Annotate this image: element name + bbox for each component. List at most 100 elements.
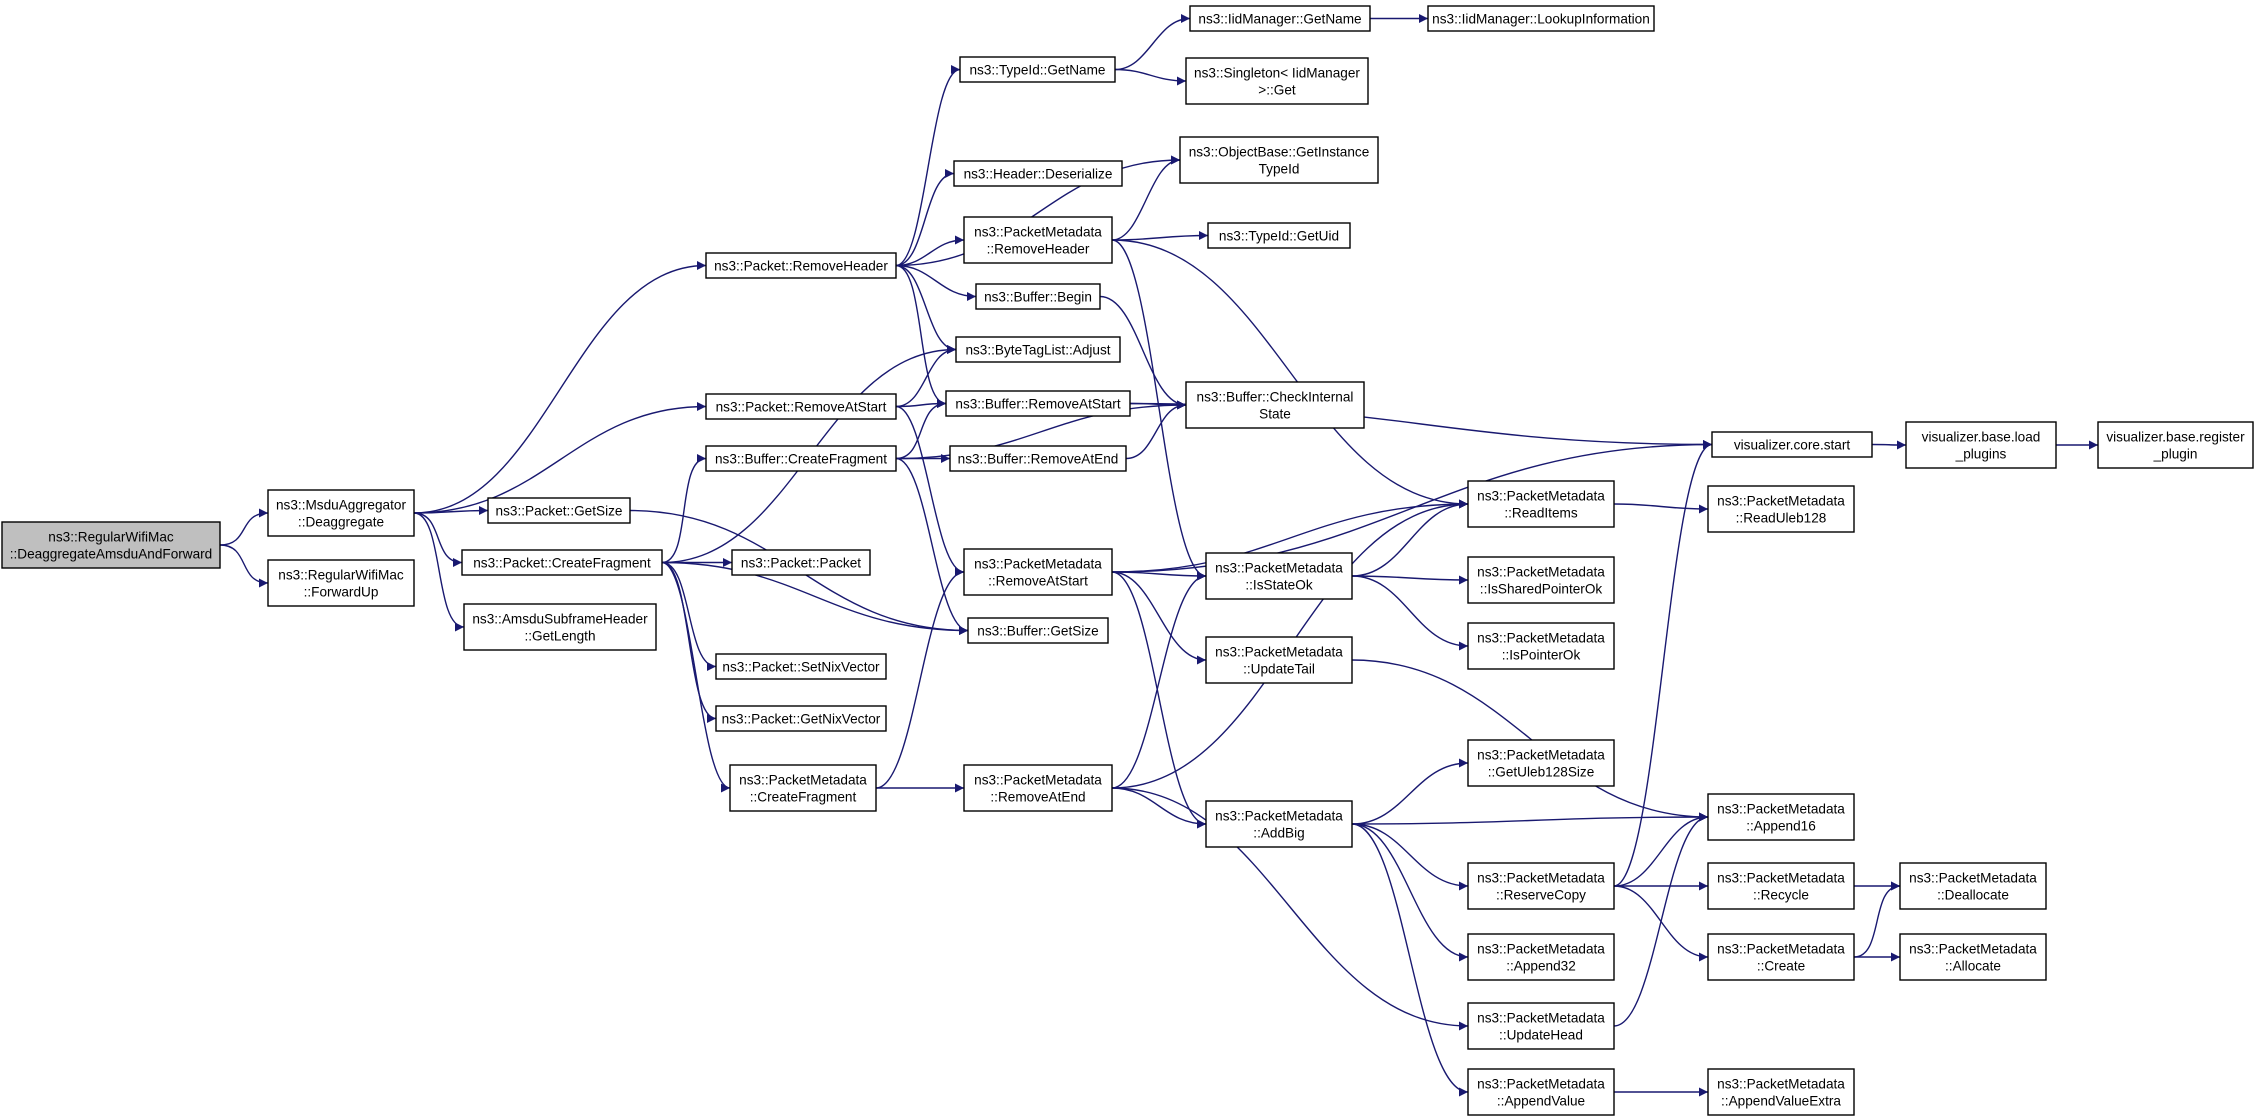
node-label: ::GetUleb128Size	[1488, 765, 1595, 780]
node-label: ns3::PacketMetadata	[1717, 494, 1845, 509]
graph-node-n22[interactable]: ns3::PacketMetadata::RemoveAtEnd	[963, 764, 1113, 812]
edge-n1-n5	[413, 506, 489, 516]
node-label: ns3::PacketMetadata	[1717, 802, 1845, 817]
node-label: ::AddBig	[1253, 826, 1304, 841]
graph-node-n41[interactable]: ns3::PacketMetadata::Append32	[1467, 933, 1615, 981]
node-label: ::IsPointerOk	[1502, 648, 1581, 663]
edge-n17-n35	[1111, 499, 1469, 573]
node-label: ns3::Buffer::Begin	[984, 290, 1092, 305]
graph-node-n5[interactable]: ns3::Packet::GetSize	[487, 497, 631, 524]
edge-n0-n2	[219, 544, 269, 588]
edge-n32-n33	[1871, 440, 1907, 450]
graph-node-n18[interactable]: ns3::Buffer::GetSize	[967, 617, 1109, 644]
edge-n14-n13	[895, 399, 947, 460]
node-label: _plugins	[1955, 447, 2007, 462]
node-box	[487, 497, 631, 524]
edge-n6-n21	[661, 561, 731, 793]
graph-node-n8[interactable]: ns3::TypeId::GetName	[959, 56, 1116, 83]
node-label: ns3::PacketMetadata	[739, 773, 867, 788]
graph-node-n21[interactable]: ns3::PacketMetadata::CreateFragment	[729, 764, 877, 812]
node-label: ::UpdateTail	[1243, 662, 1315, 677]
node-box	[945, 390, 1131, 417]
graph-node-n11[interactable]: ns3::Buffer::Begin	[975, 283, 1101, 310]
graph-node-n31[interactable]: ns3::PacketMetadata::AddBig	[1205, 800, 1353, 848]
node-box	[1427, 5, 1655, 32]
graph-node-n49[interactable]: ns3::PacketMetadata::Allocate	[1899, 933, 2047, 981]
graph-node-n14[interactable]: ns3::Buffer::CreateFragment	[705, 445, 897, 472]
node-label: ns3::PacketMetadata	[1477, 565, 1605, 580]
edge-n1-n6	[413, 512, 463, 567]
graph-node-n45[interactable]: ns3::PacketMetadata::Recycle	[1707, 862, 1855, 910]
graph-node-n25[interactable]: ns3::Singleton< IidManager >::Get	[1185, 57, 1369, 105]
graph-node-n16[interactable]: ns3::Packet::Packet	[731, 549, 871, 576]
node-label: ns3::ByteTagList::Adjust	[965, 343, 1110, 358]
graph-node-n2[interactable]: ns3::RegularWifiMac::ForwardUp	[267, 559, 415, 607]
graph-node-n39[interactable]: ns3::PacketMetadata::GetUleb128Size	[1467, 739, 1615, 787]
graph-node-n34[interactable]: visualizer.base.register_plugin	[2097, 421, 2254, 469]
node-box	[1467, 862, 1615, 910]
node-label: >::Get	[1258, 83, 1296, 98]
edge-n40-n32	[1613, 440, 1713, 887]
edge-n1-n4	[413, 402, 707, 514]
edge-n3-n10	[895, 235, 965, 267]
node-box	[267, 559, 415, 607]
node-label: ns3::Buffer::RemoveAtEnd	[958, 452, 1119, 467]
graph-node-n48[interactable]: ns3::PacketMetadata::Deallocate	[1899, 862, 2047, 910]
graph-node-n29[interactable]: ns3::PacketMetadata::IsStateOk	[1205, 552, 1353, 600]
node-label: ns3::TypeId::GetName	[969, 63, 1105, 78]
graph-node-n33[interactable]: visualizer.base.load_plugins	[1905, 421, 2057, 469]
edge-n22-n42	[1111, 787, 1469, 1031]
graph-node-n42[interactable]: ns3::PacketMetadata::UpdateHead	[1467, 1002, 1615, 1050]
node-label: ns3::PacketMetadata	[1909, 871, 2037, 886]
graph-node-n47[interactable]: ns3::PacketMetadata::AppendValueExtra	[1707, 1068, 1855, 1116]
node-box	[2097, 421, 2254, 469]
graph-node-n40[interactable]: ns3::PacketMetadata::ReserveCopy	[1467, 862, 1615, 910]
graph-node-n19[interactable]: ns3::Packet::SetNixVector	[715, 653, 887, 680]
edge-n21-n17	[875, 567, 965, 789]
edge-n22-n31	[1111, 787, 1207, 829]
graph-node-n27[interactable]: ns3::TypeId::GetUid	[1207, 222, 1351, 249]
graph-node-n20[interactable]: ns3::Packet::GetNixVector	[715, 705, 887, 732]
graph-node-n46[interactable]: ns3::PacketMetadata::Create	[1707, 933, 1855, 981]
graph-node-n17[interactable]: ns3::PacketMetadata::RemoveAtStart	[963, 548, 1113, 596]
graph-node-n13[interactable]: ns3::Buffer::RemoveAtStart	[945, 390, 1131, 417]
graph-node-n36[interactable]: ns3::PacketMetadata::ReadUleb128	[1707, 485, 1855, 533]
graph-node-n6[interactable]: ns3::Packet::CreateFragment	[461, 549, 663, 576]
node-label: ns3::Packet::RemoveAtStart	[716, 400, 887, 415]
graph-node-n24[interactable]: ns3::IidManager::LookupInformation	[1427, 5, 1655, 32]
edge-n35-n36	[1613, 503, 1709, 514]
edge-n1-n7	[413, 512, 465, 632]
graph-node-n30[interactable]: ns3::PacketMetadata::UpdateTail	[1205, 636, 1353, 684]
node-label: ::ReserveCopy	[1496, 888, 1586, 903]
graph-node-n10[interactable]: ns3::PacketMetadata::RemoveHeader	[963, 216, 1113, 264]
graph-node-n4[interactable]: ns3::Packet::RemoveAtStart	[705, 393, 897, 420]
node-box	[1899, 933, 2047, 981]
node-label: ns3::Header::Deserialize	[964, 167, 1113, 182]
graph-node-n35[interactable]: ns3::PacketMetadata::ReadItems	[1467, 480, 1615, 528]
node-label: ns3::PacketMetadata	[1477, 489, 1605, 504]
node-label: ::ReadItems	[1504, 506, 1577, 521]
node-box	[731, 549, 871, 576]
graph-node-n32[interactable]: visualizer.core.start	[1711, 431, 1873, 458]
graph-node-n7[interactable]: ns3::AmsduSubframeHeader::GetLength	[463, 603, 657, 651]
node-label: ns3::PacketMetadata	[1909, 942, 2037, 957]
node-label: visualizer.core.start	[1734, 438, 1851, 453]
edge-n3-n13	[895, 264, 947, 408]
node-label: ::AppendValueExtra	[1721, 1094, 1841, 1109]
graph-node-n43[interactable]: ns3::PacketMetadata::AppendValue	[1467, 1068, 1615, 1116]
graph-node-n44[interactable]: ns3::PacketMetadata::Append16	[1707, 793, 1855, 841]
edge-n31-n41	[1351, 823, 1469, 962]
node-box	[1467, 480, 1615, 528]
graph-node-n3[interactable]: ns3::Packet::RemoveHeader	[705, 252, 897, 279]
graph-node-n23[interactable]: ns3::IidManager::GetName	[1189, 5, 1371, 32]
graph-node-n12[interactable]: ns3::ByteTagList::Adjust	[955, 336, 1121, 363]
graph-node-n1[interactable]: ns3::MsduAggregator::Deaggregate	[267, 489, 415, 537]
graph-node-n9[interactable]: ns3::Header::Deserialize	[953, 160, 1123, 187]
graph-node-n37[interactable]: ns3::PacketMetadata::IsSharedPointerOk	[1467, 556, 1615, 604]
graph-node-n15[interactable]: ns3::Buffer::RemoveAtEnd	[949, 445, 1127, 472]
edge-n6-n14	[661, 454, 707, 564]
node-box	[1707, 933, 1855, 981]
graph-node-n38[interactable]: ns3::PacketMetadata::IsPointerOk	[1467, 622, 1615, 670]
